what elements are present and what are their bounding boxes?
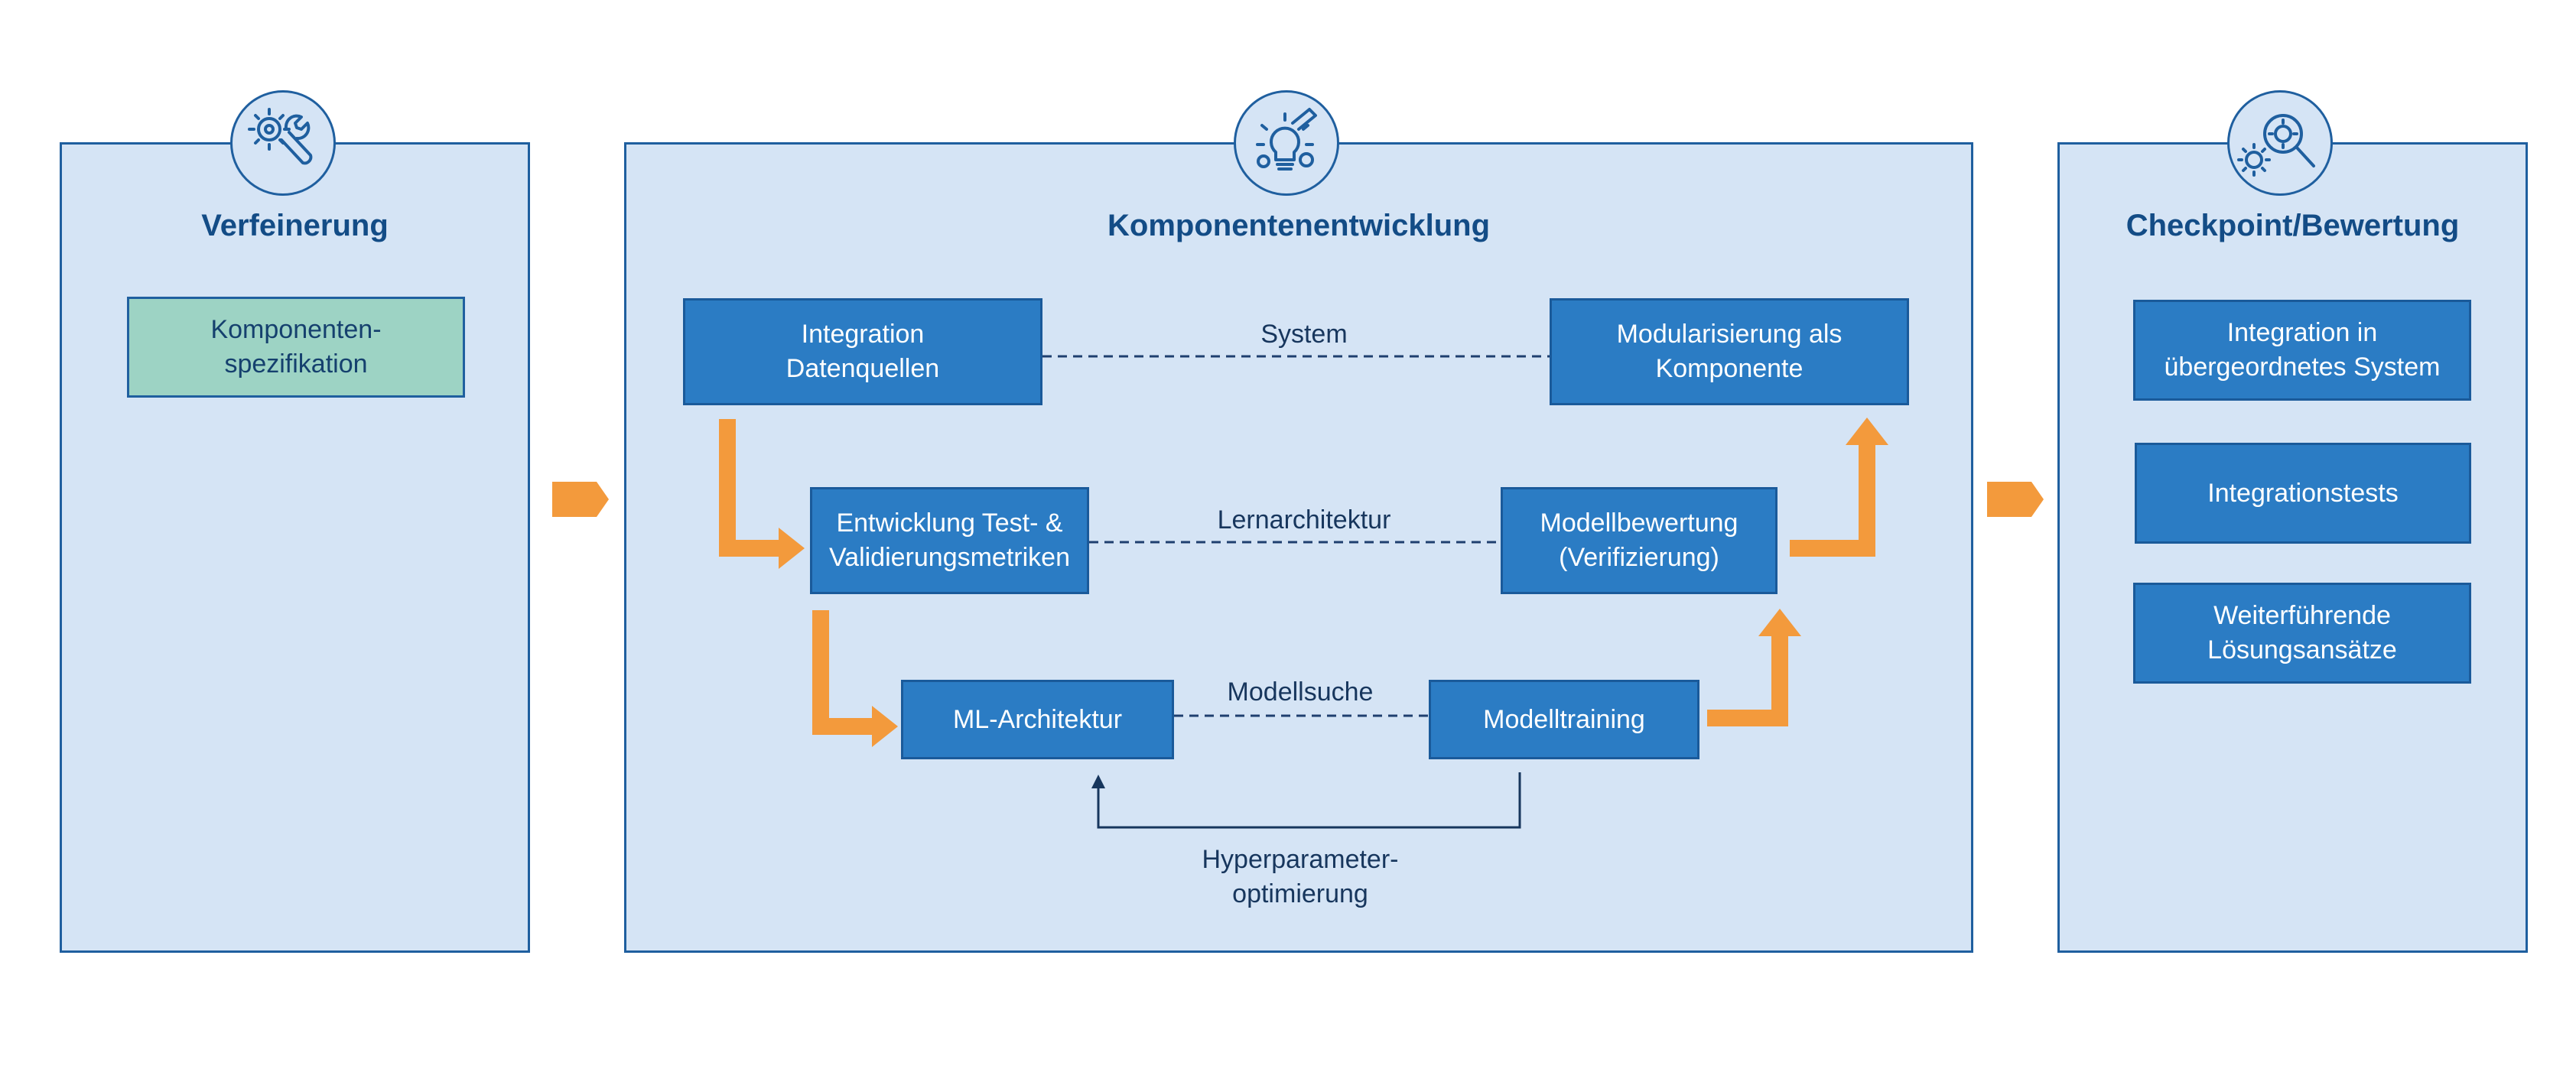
- panel-checkpoint-bewertung: Checkpoint/Bewertung Integration in über…: [2057, 142, 2528, 953]
- entwicklung-test-box: Entwicklung Test- & Validierungsmetriken: [810, 487, 1089, 594]
- magnifier-gear-icon: [2227, 90, 2333, 196]
- komponentenspezifikation-box: Komponenten- spezifikation: [127, 297, 465, 398]
- modellsuche-label: Modellsuche: [1227, 677, 1374, 707]
- hyperparameter-label: Hyperparameter- optimierung: [1202, 845, 1399, 908]
- hyperparameter-loop-line: [1091, 772, 1521, 829]
- orange-flow-arrows: [719, 418, 1888, 747]
- modellbewertung-box: Modellbewertung (Verifizierung): [1501, 487, 1778, 594]
- integrationstests-box: Integrationstests: [2135, 443, 2471, 544]
- panel-title-komponentenentwicklung: Komponentenentwicklung: [1107, 209, 1490, 242]
- panel-title-verfeinerung: Verfeinerung: [201, 209, 389, 242]
- integration-datenquellen-box: Integration Datenquellen: [683, 298, 1042, 405]
- system-label: System: [1260, 320, 1348, 349]
- panel-verfeinerung: Verfeinerung Komponenten- spezifikation: [60, 142, 530, 953]
- lernarchitektur-label: Lernarchitektur: [1217, 505, 1391, 535]
- ml-architektur-box: ML-Architektur: [901, 680, 1174, 759]
- modelltraining-box: Modelltraining: [1429, 680, 1699, 759]
- lightbulb-idea-icon: [1234, 90, 1339, 196]
- wrench-gear-icon: [230, 90, 336, 196]
- panel-title-checkpoint: Checkpoint/Bewertung: [2126, 209, 2460, 242]
- modularisierung-box: Modularisierung als Komponente: [1550, 298, 1909, 405]
- weiterfuehrende-loesungsansaetze-box: Weiterführende Lösungsansätze: [2133, 583, 2471, 684]
- integration-system-box: Integration in übergeordnetes System: [2133, 300, 2471, 401]
